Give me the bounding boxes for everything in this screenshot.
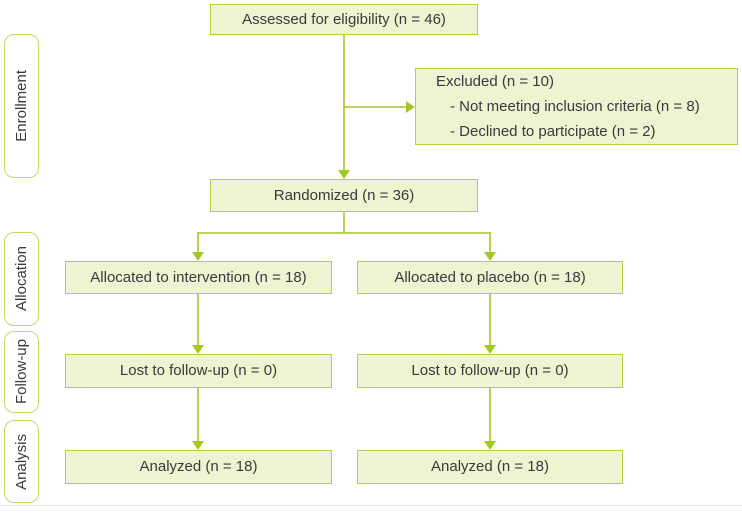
- stage-label-text: Enrollment: [13, 70, 30, 142]
- arrow-to-excluded: [344, 101, 415, 113]
- node-allocated-placebo-text: Allocated to placebo (n = 18): [394, 268, 586, 286]
- node-lost-intervention: Lost to follow-up (n = 0): [65, 354, 332, 388]
- stage-label-allocation: Allocation: [4, 232, 39, 326]
- stage-label-followup: Follow-up: [4, 331, 39, 413]
- node-excluded-title: Excluded (n = 10): [436, 73, 554, 90]
- node-assessed: Assessed for eligibility (n = 46): [210, 4, 478, 35]
- arrow-placebo-to-analysis: [484, 388, 496, 450]
- stage-label-text: Allocation: [13, 246, 30, 312]
- stage-label-text: Analysis: [13, 433, 30, 490]
- arrow-intervention-to-followup: [192, 294, 204, 354]
- arrow-placebo-to-followup: [484, 294, 496, 354]
- node-allocated-intervention-text: Allocated to intervention (n = 18): [90, 268, 307, 286]
- node-excluded-reason: - Not meeting inclusion criteria (n = 8): [450, 98, 700, 115]
- page-divider: [0, 505, 742, 506]
- arrow-randomized-split: [192, 212, 496, 261]
- node-randomized: Randomized (n = 36): [210, 179, 478, 212]
- node-analyzed-placebo-text: Analyzed (n = 18): [431, 458, 549, 475]
- node-excluded: Excluded (n = 10) - Not meeting inclusio…: [415, 68, 738, 145]
- stage-label-analysis: Analysis: [4, 420, 39, 503]
- arrow-intervention-to-analysis: [192, 388, 204, 450]
- node-lost-placebo-text: Lost to follow-up (n = 0): [411, 362, 569, 379]
- node-analyzed-placebo: Analyzed (n = 18): [357, 450, 623, 484]
- node-excluded-reason: - Declined to participate (n = 2): [450, 123, 656, 140]
- node-analyzed-intervention: Analyzed (n = 18): [65, 450, 332, 484]
- arrow-assessed-to-randomized: [338, 35, 350, 179]
- node-randomized-text: Randomized (n = 36): [273, 186, 415, 204]
- node-lost-placebo: Lost to follow-up (n = 0): [357, 354, 623, 388]
- node-assessed-text: Assessed for eligibility (n = 46): [242, 10, 446, 28]
- node-allocated-placebo: Allocated to placebo (n = 18): [357, 261, 623, 294]
- node-analyzed-intervention-text: Analyzed (n = 18): [139, 458, 258, 475]
- stage-label-text: Follow-up: [13, 339, 30, 405]
- node-lost-intervention-text: Lost to follow-up (n = 0): [119, 362, 278, 379]
- node-allocated-intervention: Allocated to intervention (n = 18): [65, 261, 332, 294]
- stage-label-enrollment: Enrollment: [4, 34, 39, 178]
